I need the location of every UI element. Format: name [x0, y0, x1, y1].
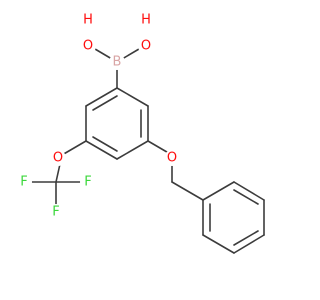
atom-label-fluorine: F — [52, 205, 59, 220]
boron-atom: B — [109, 54, 125, 70]
bond — [233, 181, 265, 201]
bond — [202, 181, 235, 201]
atom-label-oxygen: O — [141, 39, 151, 54]
fluorine-atom-left: F — [16, 174, 32, 190]
fluorine-atom-bottom: F — [48, 204, 64, 220]
ether-oxygen-benzyl: O — [164, 150, 180, 166]
bond — [92, 136, 118, 152]
atom-label-hydrogen: H — [83, 13, 93, 28]
hydroxyl-hydrogen-right: H — [138, 12, 154, 28]
atom-label-fluorine: F — [20, 175, 27, 190]
bond — [85, 87, 118, 107]
bond — [85, 140, 118, 160]
hydroxyl-oxygen-right: O — [138, 38, 154, 54]
atom-label-fluorine: F — [84, 175, 91, 190]
atom-label-oxygen: O — [167, 151, 177, 166]
bond — [116, 140, 149, 160]
bond — [61, 140, 87, 156]
atom-labels: B O H O H O O F — [16, 12, 180, 220]
hydroxyl-oxygen-left: O — [80, 38, 96, 54]
ether-oxygen-ocf3: O — [50, 150, 66, 166]
bond — [116, 87, 149, 107]
atom-label-oxygen: O — [53, 151, 63, 166]
hydroxyl-hydrogen-left: H — [80, 12, 96, 28]
bond — [233, 230, 259, 246]
bond — [92, 95, 118, 111]
atom-label-boron: B — [113, 55, 122, 70]
atom-label-hydrogen: H — [141, 13, 151, 28]
bond — [171, 181, 204, 201]
fluorine-atom-right: F — [80, 174, 96, 190]
bond — [233, 189, 259, 205]
bond — [233, 234, 265, 254]
molecule-structure: B O H O H O O F — [16, 12, 265, 254]
atom-label-oxygen: O — [83, 39, 93, 54]
bond — [202, 234, 235, 254]
bonds — [29, 48, 265, 254]
